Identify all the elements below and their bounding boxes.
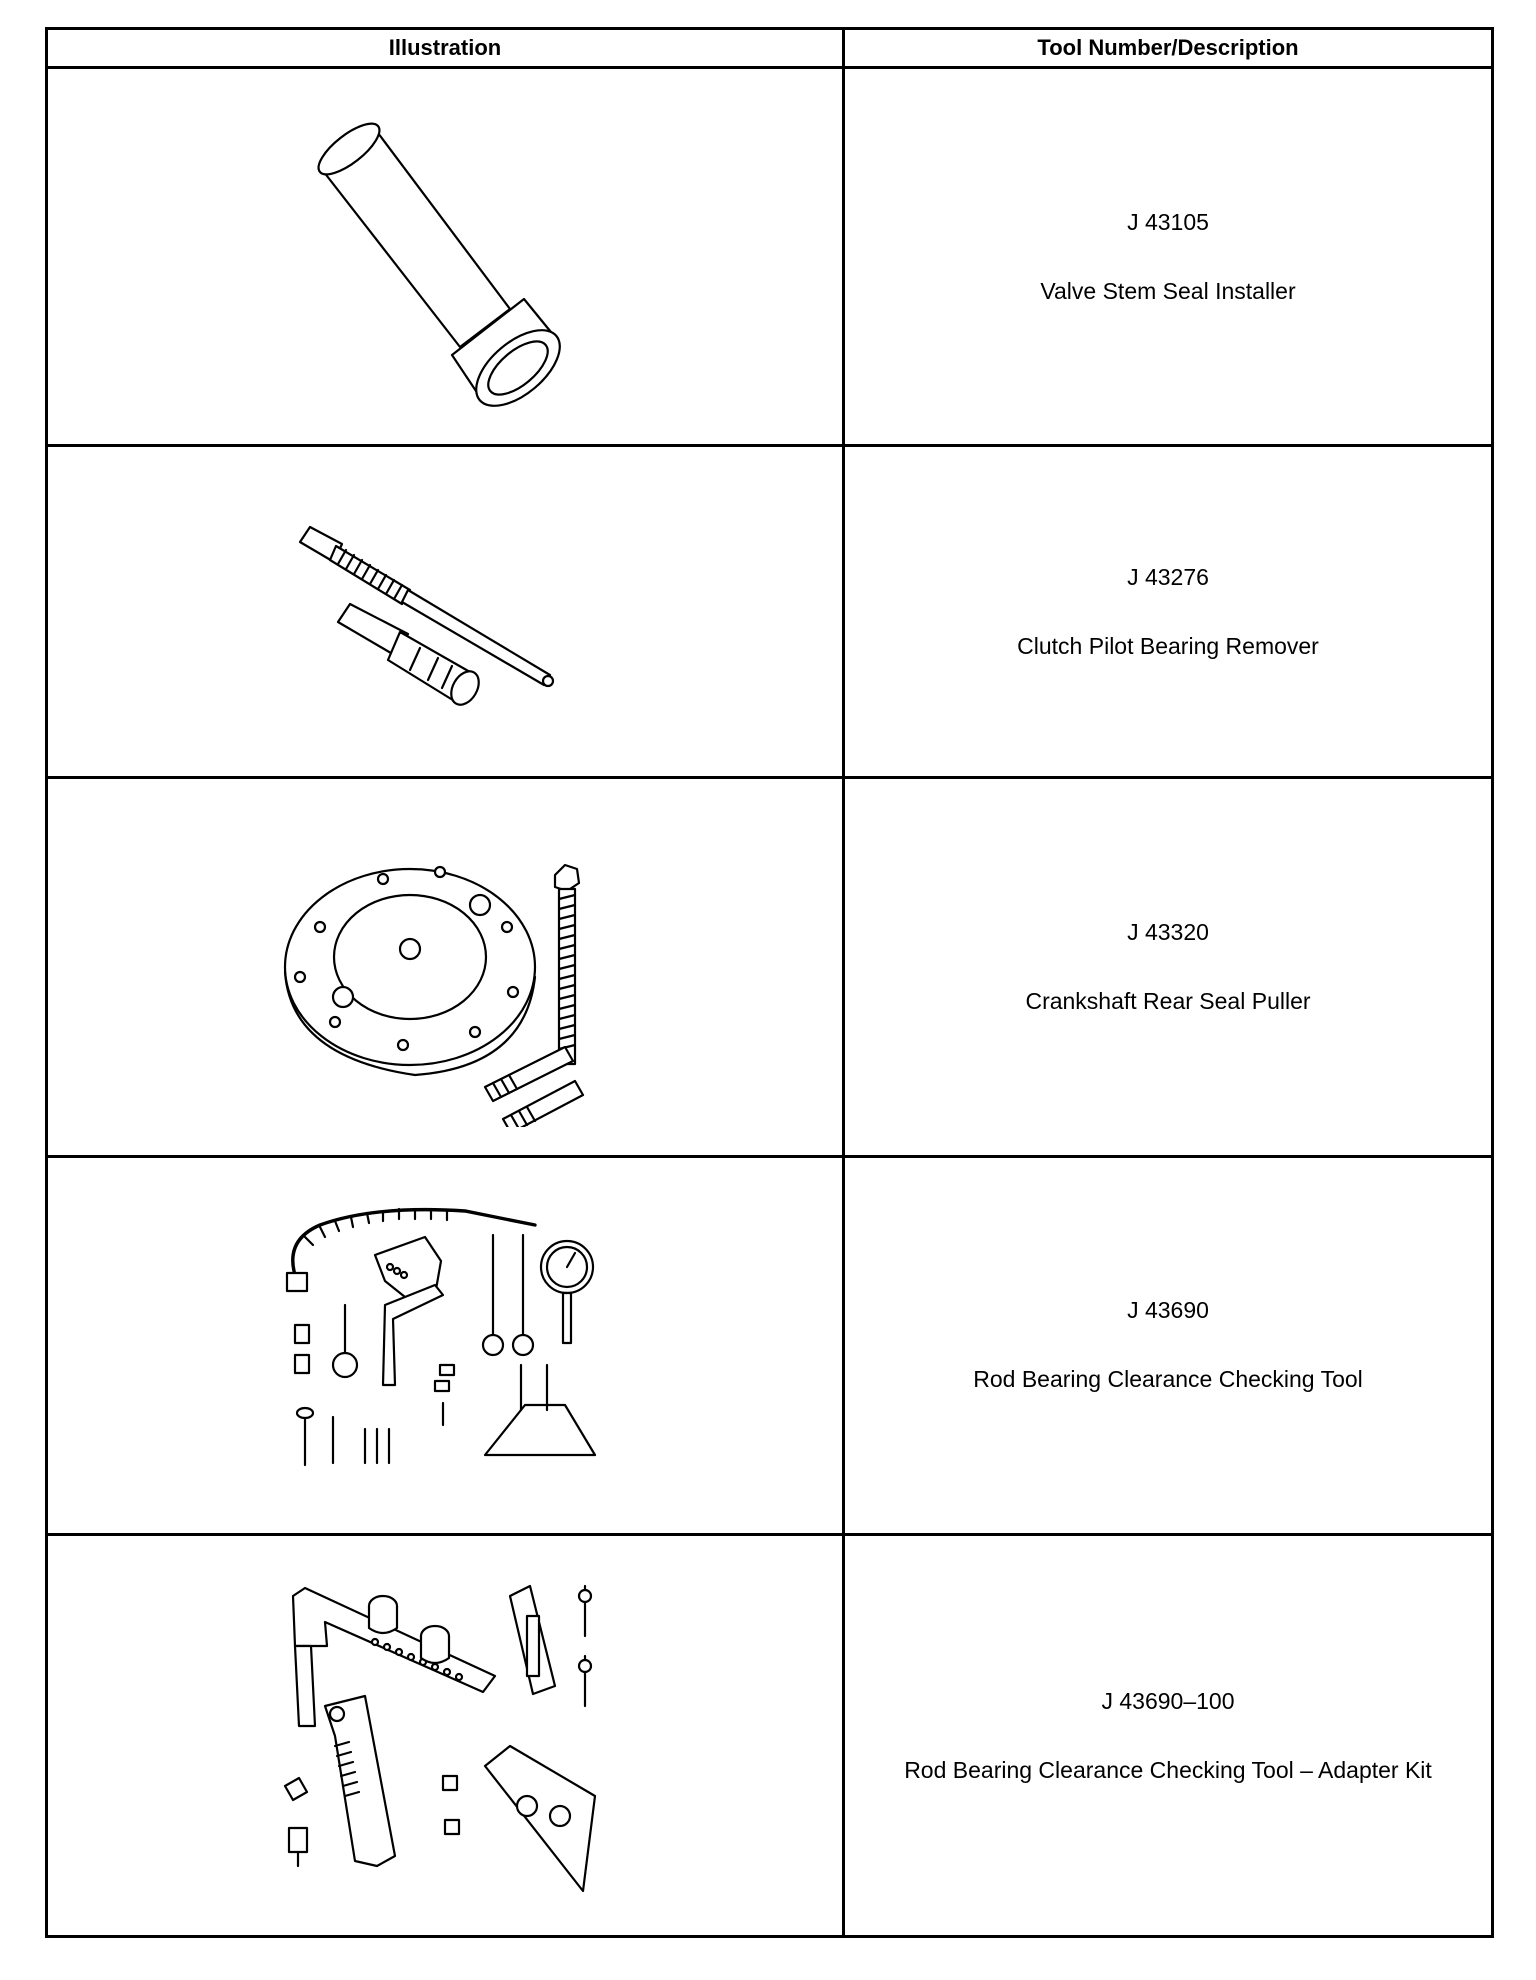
illustration-cell: [45, 65, 845, 448]
adapter-kit-icon: [283, 1584, 597, 1892]
tool-description-cell: J 43105 Valve Stem Seal Installer: [842, 65, 1494, 448]
tool-number: J 43690–100: [1101, 1687, 1235, 1714]
table-row: J 43320 Crankshaft Rear Seal Puller: [45, 776, 1494, 1158]
tool-description: Clutch Pilot Bearing Remover: [1017, 632, 1319, 659]
illustration-cell: [45, 1154, 845, 1537]
table-row: J 43105 Valve Stem Seal Installer: [45, 65, 1494, 448]
special-tools-table: Illustration Tool Number/Description J 4…: [45, 27, 1494, 1938]
table-row: J 43690 Rod Bearing Clearance Checking T…: [45, 1154, 1494, 1537]
tool-description: Valve Stem Seal Installer: [1040, 277, 1296, 304]
tool-description: Rod Bearing Clearance Checking Tool – Ad…: [904, 1756, 1432, 1783]
tool-number: J 43690: [1127, 1297, 1209, 1324]
clutch-pilot-bearing-remover-icon: [298, 525, 555, 706]
tool-description: Rod Bearing Clearance Checking Tool: [973, 1366, 1363, 1393]
illustration-cell: [45, 776, 845, 1158]
tool-number: J 43105: [1127, 208, 1209, 235]
tool-description-cell: J 43690–100 Rod Bearing Clearance Checki…: [842, 1533, 1494, 1938]
illustration-cell: [45, 444, 845, 780]
valve-stem-seal-installer-icon: [317, 122, 561, 407]
illustration-cell: [45, 1533, 845, 1938]
tool-number: J 43276: [1127, 563, 1209, 590]
rod-bearing-clearance-checking-tool-icon: [285, 1208, 597, 1467]
tool-number: J 43320: [1127, 918, 1209, 945]
table-header-row: Illustration Tool Number/Description: [45, 27, 1494, 69]
crankshaft-rear-seal-puller-icon: [283, 863, 585, 1127]
header-illustration: Illustration: [45, 27, 845, 69]
tool-description-cell: J 43276 Clutch Pilot Bearing Remover: [842, 444, 1494, 780]
table-row: J 43276 Clutch Pilot Bearing Remover: [45, 444, 1494, 780]
table-row: J 43690–100 Rod Bearing Clearance Checki…: [45, 1533, 1494, 1938]
tool-description: Crankshaft Rear Seal Puller: [1025, 987, 1311, 1014]
header-tool-number-description: Tool Number/Description: [842, 27, 1494, 69]
tool-description-cell: J 43690 Rod Bearing Clearance Checking T…: [842, 1154, 1494, 1537]
tool-description-cell: J 43320 Crankshaft Rear Seal Puller: [842, 776, 1494, 1158]
